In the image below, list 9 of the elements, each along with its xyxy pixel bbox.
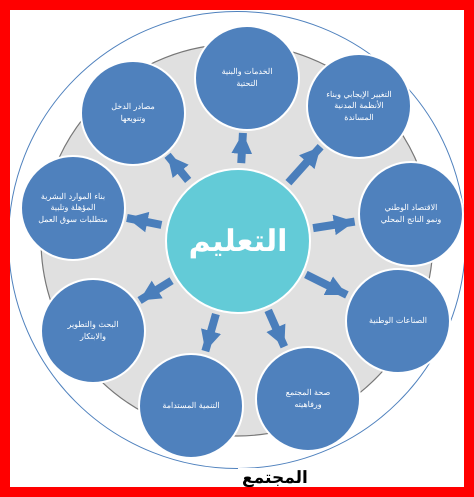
block-arrow — [285, 144, 324, 186]
block-arrow — [264, 308, 288, 348]
block-arrow — [231, 132, 252, 164]
block-arrow — [201, 312, 222, 352]
block-arrow — [312, 214, 356, 236]
block-arrow — [126, 212, 162, 232]
block-arrow — [137, 277, 174, 304]
block-arrow — [164, 152, 192, 183]
block-arrow — [304, 270, 349, 299]
